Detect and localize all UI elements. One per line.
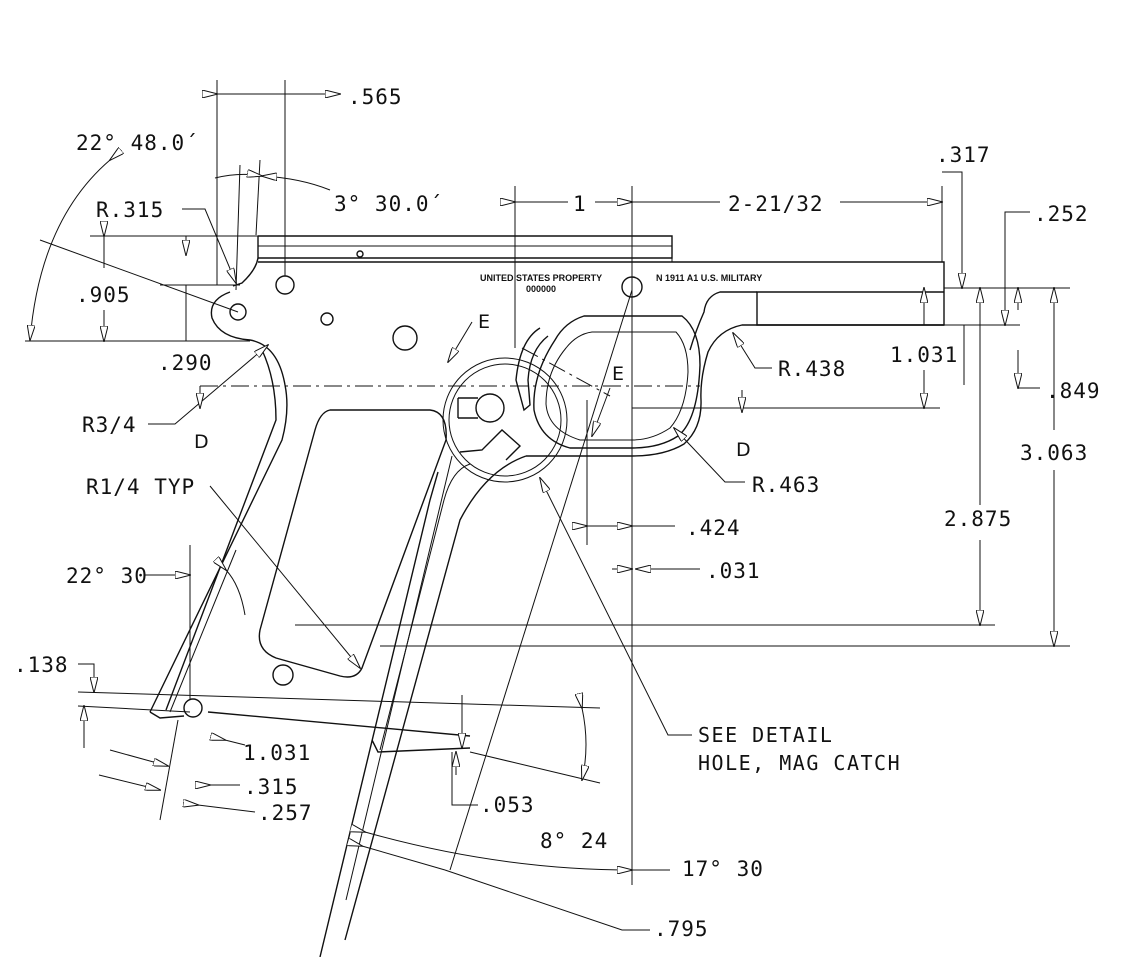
angle-17-30: 17° 30 — [682, 857, 764, 881]
dim-290: .290 — [158, 351, 213, 375]
dim-424: .424 — [686, 516, 741, 540]
dim-252: .252 — [1034, 202, 1089, 226]
dim-2-21-32: 2-21/32 — [728, 192, 824, 216]
radius-1-4-typ: R1/4 TYP — [86, 475, 195, 499]
dim-2875: 2.875 — [944, 507, 1012, 531]
dim-905: .905 — [76, 283, 131, 307]
marking-us-property: UNITED STATES PROPERTY — [480, 273, 602, 283]
dim-1: 1 — [573, 192, 587, 216]
dim-1031-low: 1.031 — [243, 741, 311, 765]
dim-3063: 3.063 — [1020, 441, 1088, 465]
dim-138: .138 — [14, 653, 69, 677]
center-lines — [200, 186, 700, 885]
radius-3-4: R3/4 — [82, 413, 137, 437]
dim-795: .795 — [654, 917, 709, 941]
section-labels: D D E E — [194, 311, 751, 461]
dim-031: .031 — [706, 559, 761, 583]
radius-438: R.438 — [778, 357, 846, 381]
radius-463: R.463 — [752, 473, 820, 497]
dim-315: .315 — [244, 775, 299, 799]
section-e-top: E — [478, 311, 490, 333]
radius-315: R.315 — [96, 198, 164, 222]
dim-317: .317 — [936, 143, 991, 167]
frame-holes — [183, 250, 643, 718]
marking-model: N 1911 A1 U.S. MILITARY — [656, 273, 762, 283]
angle-3-30: 3° 30.0´ — [334, 192, 443, 216]
dim-565: .565 — [348, 85, 403, 109]
dim-053: .053 — [480, 793, 535, 817]
notes: SEE DETAIL HOLE, MAG CATCH — [698, 723, 901, 775]
section-e-mid: E — [612, 363, 624, 385]
dimension-labels: .565 22° 48.0´ R.315 3° 30.0´ 1 2-21/32 … — [14, 85, 1101, 941]
angle-8-24: 8° 24 — [540, 829, 608, 853]
dim-849: .849 — [1046, 379, 1101, 403]
section-d-left: D — [194, 431, 209, 453]
dim-1031-right: 1.031 — [890, 343, 958, 367]
section-d-right: D — [736, 439, 751, 461]
frame-outline — [149, 235, 945, 957]
marking-serial: 000000 — [526, 284, 556, 294]
dim-257: .257 — [258, 801, 313, 825]
angle-22-30: 22° 30 — [66, 564, 148, 588]
frame-markings: UNITED STATES PROPERTY 000000 N 1911 A1 … — [480, 273, 762, 294]
note-see-detail: SEE DETAIL — [698, 723, 833, 747]
dimension-lines — [25, 80, 1070, 931]
note-hole-mag-catch: HOLE, MAG CATCH — [698, 751, 901, 775]
angle-22-48: 22° 48.0´ — [76, 131, 199, 155]
